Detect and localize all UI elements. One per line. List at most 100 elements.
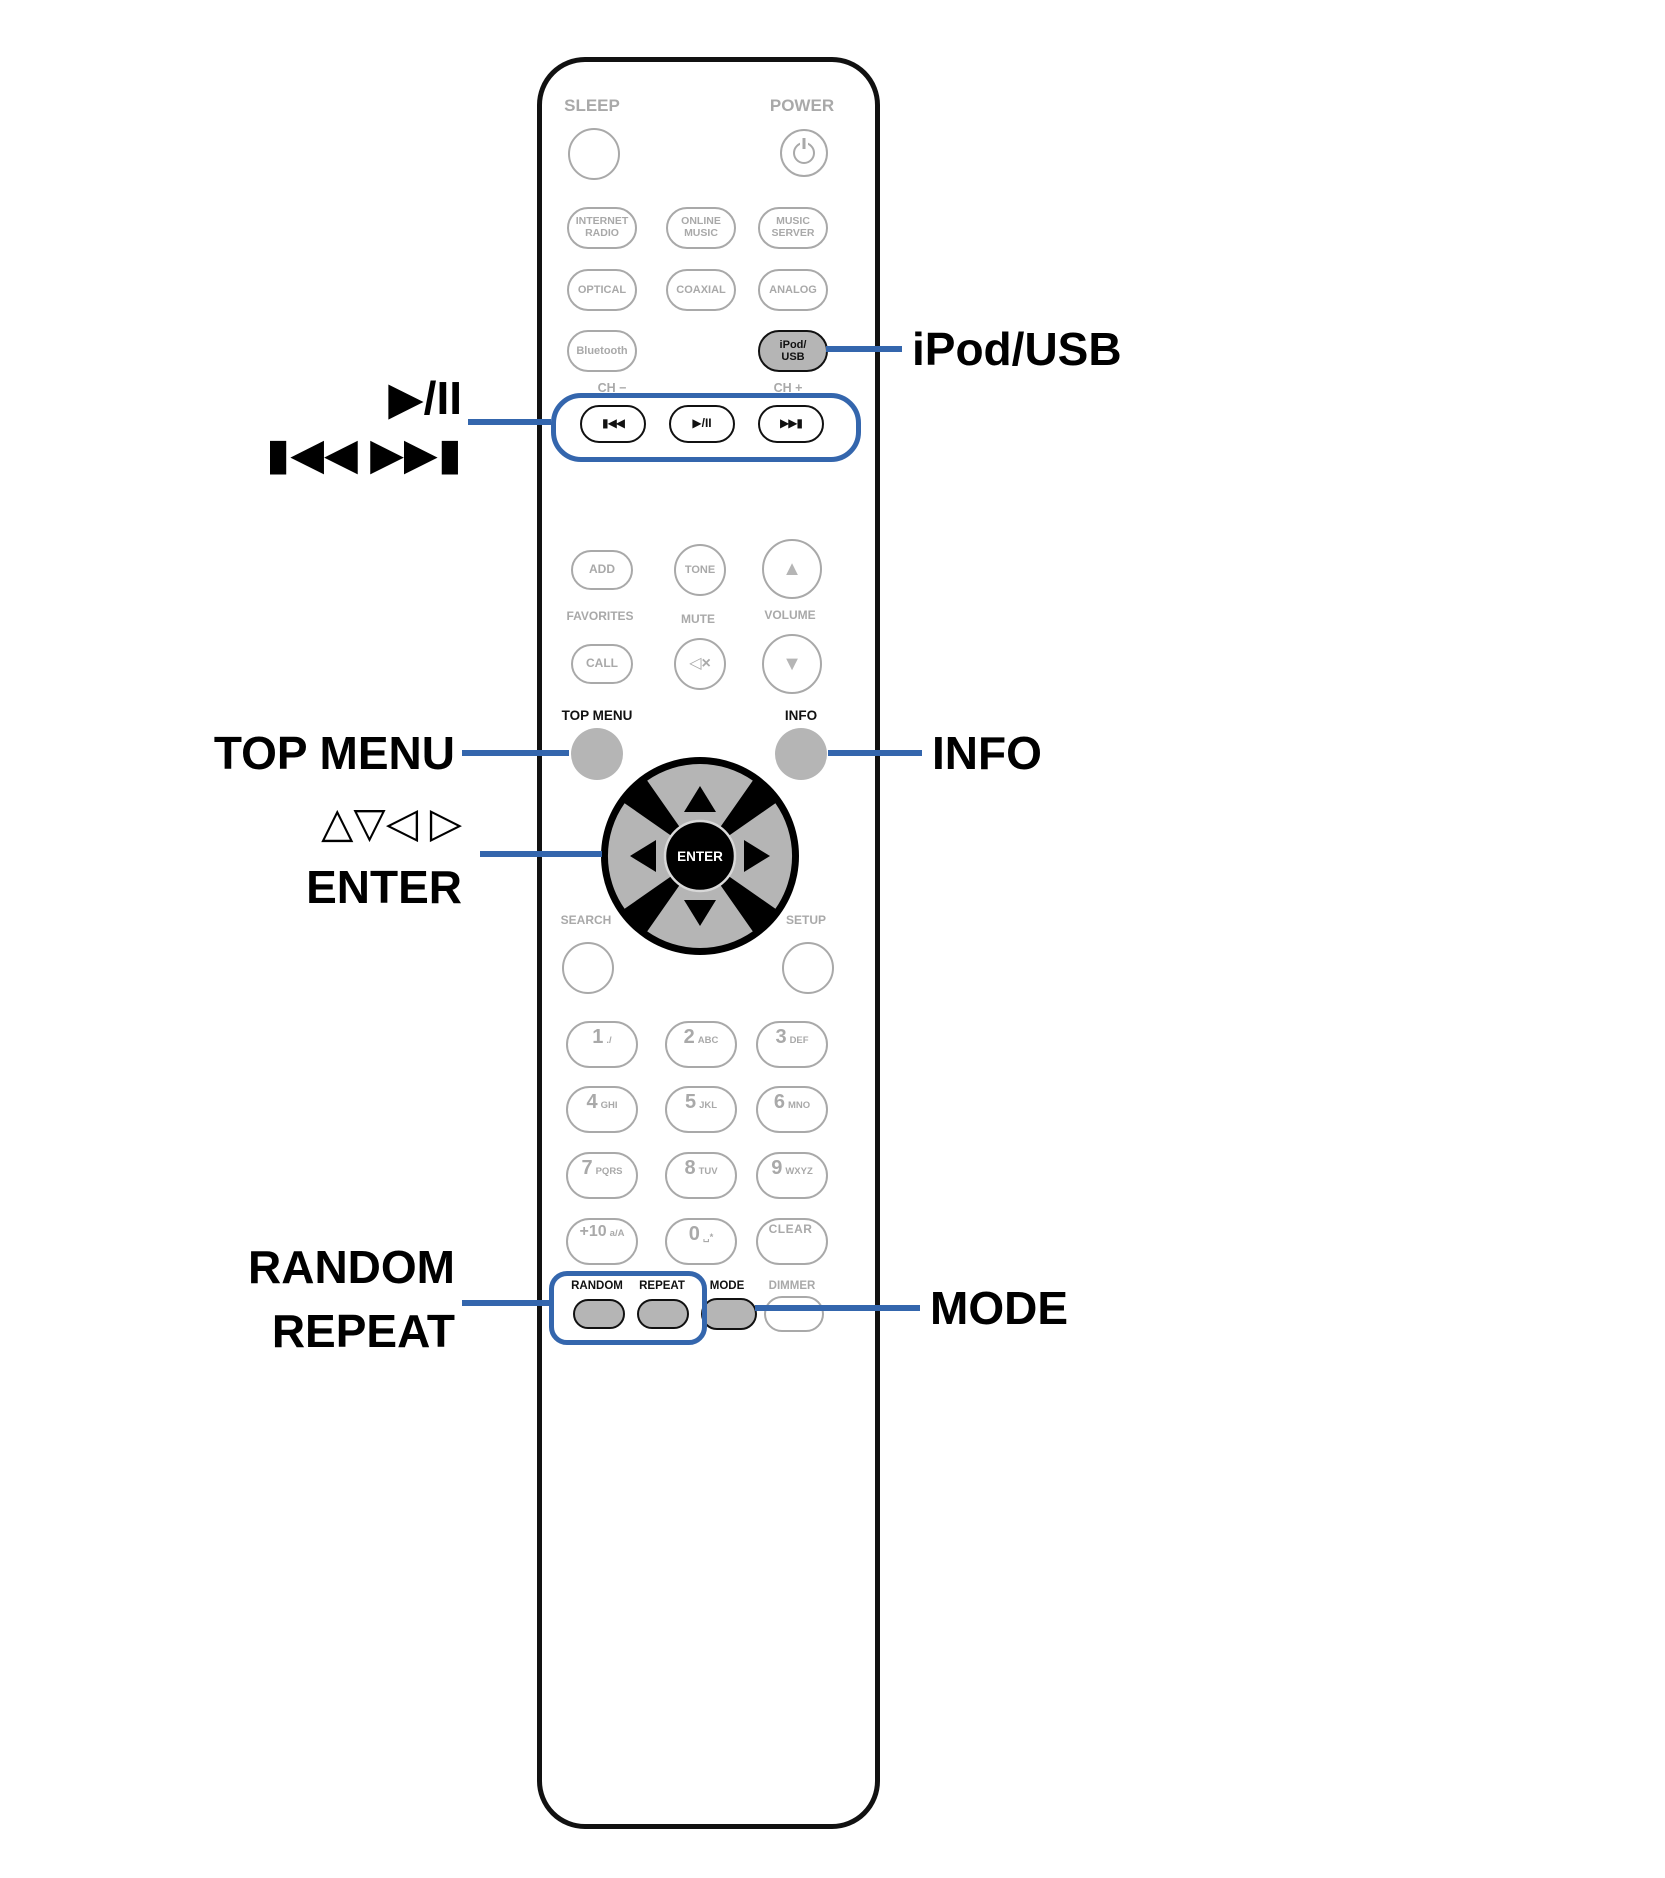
internet-radio-button[interactable]: INTERNET RADIO xyxy=(567,207,637,249)
cursor-right-arrow-icon xyxy=(744,840,770,872)
key-clear[interactable]: CLEAR xyxy=(756,1218,828,1265)
key-1-letters: ./ xyxy=(606,1035,612,1046)
volume-label: VOLUME xyxy=(764,608,816,622)
sleep-button[interactable] xyxy=(568,128,620,180)
key-8-digit: 8 xyxy=(684,1157,696,1179)
callout-cursor: △▽◁ ▷ xyxy=(321,799,462,846)
key-8-letters: TUV xyxy=(698,1166,718,1177)
key-9-letters: WXYZ xyxy=(785,1166,813,1177)
search-label: SEARCH xyxy=(560,913,612,927)
key-2-digit: 2 xyxy=(683,1026,695,1048)
key-0-letters: ␣* xyxy=(702,1232,714,1243)
dimmer-label: DIMMER xyxy=(768,1280,816,1292)
callout-mode: MODE xyxy=(930,1282,1068,1334)
key-plus10-digit: +10 xyxy=(579,1223,607,1240)
online-music-button[interactable]: ONLINE MUSIC xyxy=(666,207,736,249)
power-button[interactable] xyxy=(780,129,828,177)
call-button[interactable]: CALL xyxy=(571,644,633,684)
cursor-pad[interactable]: ENTER xyxy=(600,756,800,956)
play-pause-button[interactable]: ▶/II xyxy=(669,405,735,443)
transport-highlight-box xyxy=(551,393,861,462)
callout-enter: ENTER xyxy=(306,861,462,913)
skip-forward-button[interactable]: ▶▶▮ xyxy=(758,405,824,443)
skip-back-button[interactable]: ▮◀◀ xyxy=(580,405,646,443)
favorites-label: FAVORITES xyxy=(566,609,634,623)
callout-random: RANDOM xyxy=(248,1241,455,1293)
key-5-letters: JKL xyxy=(699,1100,718,1111)
callout-top-menu: TOP MENU xyxy=(213,727,455,779)
callout-skip: ▮◀◀ ▶▶▮ xyxy=(265,430,462,479)
enter-button[interactable]: ENTER xyxy=(663,819,737,893)
ipod-usb-button[interactable]: iPod/ USB xyxy=(758,330,828,372)
key-1-digit: 1 xyxy=(592,1026,604,1048)
key-6-digit: 6 xyxy=(773,1091,785,1113)
callout-line-info xyxy=(828,750,922,756)
random-repeat-highlight-box xyxy=(549,1271,707,1345)
key-4-letters: GHI xyxy=(600,1100,618,1111)
key-2-letters: ABC xyxy=(697,1035,719,1046)
random-button[interactable] xyxy=(573,1299,625,1329)
callout-ipod-usb: iPod/USB xyxy=(912,323,1122,375)
key-3-digit: 3 xyxy=(775,1026,787,1048)
tone-button[interactable]: TONE xyxy=(674,544,726,596)
key-plus10-letters: a/A xyxy=(609,1228,625,1239)
key-clear-text: CLEAR xyxy=(768,1222,813,1236)
callout-line-ipod-usb xyxy=(826,346,902,352)
add-button[interactable]: ADD xyxy=(571,550,633,590)
coaxial-button[interactable]: COAXIAL xyxy=(666,269,736,311)
mute-button[interactable]: ◁× xyxy=(674,638,726,690)
power-label: POWER xyxy=(769,96,835,115)
search-button[interactable] xyxy=(562,942,614,994)
mode-button[interactable] xyxy=(701,1298,757,1330)
key-7-digit: 7 xyxy=(581,1157,593,1179)
info-label: INFO xyxy=(784,708,818,723)
volume-up-icon: ▲ xyxy=(782,558,802,580)
key-4-digit: 4 xyxy=(586,1091,598,1113)
volume-down-button[interactable]: ▼ xyxy=(762,634,822,694)
analog-button[interactable]: ANALOG xyxy=(758,269,828,311)
callout-info: INFO xyxy=(932,727,1042,779)
top-menu-button[interactable] xyxy=(571,728,623,780)
callout-line-enter xyxy=(480,851,602,857)
key-0[interactable]: 0␣* xyxy=(665,1218,737,1265)
callout-repeat: REPEAT xyxy=(271,1305,455,1357)
optical-button[interactable]: OPTICAL xyxy=(567,269,637,311)
random-label: RANDOM xyxy=(571,1280,623,1292)
callout-line-transport xyxy=(468,419,551,425)
repeat-button[interactable] xyxy=(637,1299,689,1329)
setup-button[interactable] xyxy=(782,942,834,994)
top-menu-label: TOP MENU xyxy=(561,708,633,723)
key-7-letters: PQRS xyxy=(595,1166,623,1177)
power-icon-bar xyxy=(802,138,806,149)
callout-line-random-repeat xyxy=(462,1300,549,1306)
ch-minus-label: CH − xyxy=(597,381,627,395)
repeat-label: REPEAT xyxy=(639,1280,685,1292)
enter-button-label: ENTER xyxy=(677,849,723,864)
music-server-button[interactable]: MUSIC SERVER xyxy=(758,207,828,249)
key-1[interactable]: 1./ xyxy=(566,1021,638,1068)
mute-label: MUTE xyxy=(681,612,715,626)
volume-down-icon: ▼ xyxy=(782,653,802,675)
volume-up-button[interactable]: ▲ xyxy=(762,539,822,599)
mode-label: MODE xyxy=(709,1280,745,1292)
key-5-digit: 5 xyxy=(684,1091,697,1113)
callout-line-mode xyxy=(755,1305,920,1311)
key-0-digit: 0 xyxy=(688,1223,700,1245)
info-button[interactable] xyxy=(775,728,827,780)
bluetooth-button[interactable]: Bluetooth xyxy=(567,330,637,372)
power-icon xyxy=(793,138,815,164)
dimmer-button[interactable] xyxy=(764,1296,824,1332)
cursor-up-arrow-icon xyxy=(684,786,716,812)
cursor-down-arrow-icon xyxy=(684,900,716,926)
key-9-digit: 9 xyxy=(771,1157,783,1179)
